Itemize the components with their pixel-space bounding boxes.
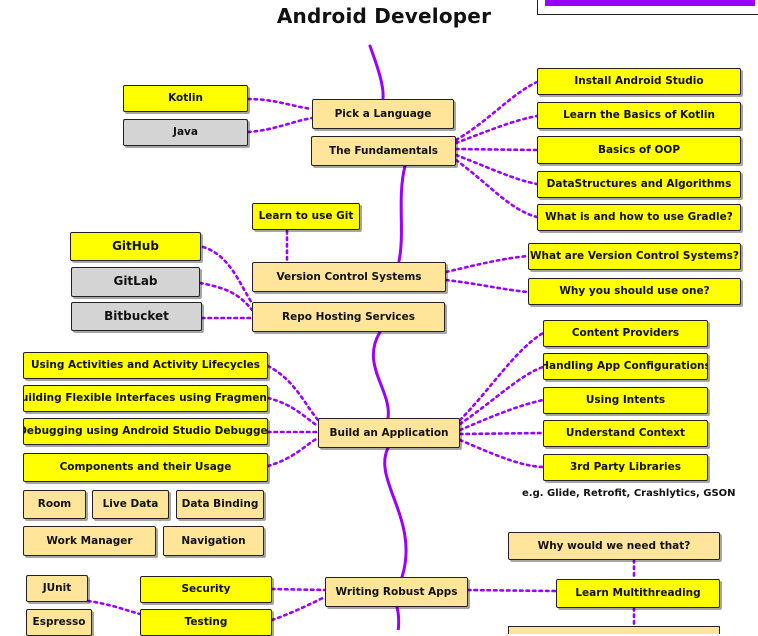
node-label: Writing Robust Apps	[335, 585, 458, 598]
node-label: Using Activities and Activity Lifecycles	[31, 359, 260, 372]
node-label: Work Manager	[46, 534, 133, 547]
node-install-android-studio[interactable]: Install Android Studio	[537, 68, 741, 95]
node-content-providers[interactable]: Content Providers	[543, 320, 708, 347]
node-repo-hosting[interactable]: Repo Hosting Services	[252, 302, 445, 332]
node-label: Why you should use one?	[559, 285, 710, 298]
node-navigation[interactable]: Navigation	[163, 526, 264, 556]
node-room[interactable]: Room	[23, 490, 86, 519]
node-label: Testing	[184, 616, 228, 629]
node-gradle[interactable]: What is and how to use Gradle?	[537, 204, 741, 231]
node-why-need-that[interactable]: Why would we need that?	[508, 532, 720, 560]
main-path	[397, 164, 407, 263]
node-label: Using Intents	[585, 394, 666, 407]
node-security[interactable]: Security	[140, 576, 272, 603]
node-label: Kotlin	[168, 92, 203, 105]
node-label: DataStructures and Algorithms	[546, 178, 732, 191]
node-label: Learn Multithreading	[575, 587, 701, 600]
node-pick-language[interactable]: Pick a Language	[312, 99, 454, 129]
node-label: Content Providers	[571, 327, 680, 340]
node-label: Why would we need that?	[537, 539, 691, 552]
node-using-intents[interactable]: Using Intents	[543, 387, 708, 414]
node-fragments[interactable]: Building Flexible Interfaces using Fragm…	[23, 385, 268, 412]
node-why-use-vcs[interactable]: Why you should use one?	[528, 278, 741, 305]
node-label: Components and their Usage	[59, 461, 232, 474]
node-label: Navigation	[181, 534, 246, 547]
node-label: Version Control Systems	[276, 270, 422, 283]
node-label: Live Data	[102, 498, 159, 511]
node-gitlab[interactable]: GitLab	[71, 267, 200, 297]
previous-section-bar	[545, 0, 755, 6]
node-build-application[interactable]: Build an Application	[318, 418, 460, 448]
node-label: What is and how to use Gradle?	[545, 211, 733, 224]
node-java[interactable]: Java	[123, 119, 248, 146]
node-learn-git[interactable]: Learn to use Git	[252, 203, 360, 230]
node-label: Java	[173, 126, 198, 139]
node-label: Data Binding	[181, 498, 259, 511]
node-label: Install Android Studio	[574, 75, 704, 88]
main-path	[383, 446, 408, 579]
node-version-control-systems[interactable]: Version Control Systems	[252, 262, 446, 292]
node-label: JUnit	[42, 582, 72, 595]
node-datastructures[interactable]: DataStructures and Algorithms	[537, 171, 741, 198]
node-label: Security	[181, 583, 231, 596]
next-section-box	[508, 626, 720, 634]
node-testing[interactable]: Testing	[140, 609, 272, 636]
node-basics-kotlin[interactable]: Learn the Basics of Kotlin	[537, 102, 741, 129]
node-label: GitHub	[112, 238, 159, 253]
third-party-examples: e.g. Glide, Retrofit, Crashlytics, GSON	[522, 488, 736, 499]
node-label: Room	[37, 498, 72, 511]
node-label: 3rd Party Libraries	[569, 461, 682, 474]
node-label: Building Flexible Interfaces using Fragm…	[23, 392, 268, 405]
node-label: The Fundamentals	[328, 144, 439, 157]
node-label: Repo Hosting Services	[281, 310, 415, 323]
node-label: Espresso	[32, 616, 86, 629]
node-live-data[interactable]: Live Data	[92, 490, 169, 519]
node-label: Handling App Configurations	[543, 360, 708, 373]
node-junit[interactable]: JUnit	[26, 575, 88, 602]
node-label: Pick a Language	[334, 107, 432, 120]
node-label: Bitbucket	[104, 308, 169, 323]
node-learn-multithreading[interactable]: Learn Multithreading	[556, 579, 720, 608]
node-espresso[interactable]: Espresso	[26, 609, 92, 636]
node-understand-context[interactable]: Understand Context	[543, 420, 708, 447]
node-label: Build an Application	[329, 426, 449, 439]
node-what-are-vcs[interactable]: What are Version Control Systems?	[528, 243, 741, 270]
node-label: Basics of OOP	[597, 143, 681, 156]
node-work-manager[interactable]: Work Manager	[23, 526, 156, 556]
node-kotlin[interactable]: Kotlin	[123, 85, 248, 112]
node-label: What are Version Control Systems?	[529, 250, 740, 263]
node-basics-oop[interactable]: Basics of OOP	[537, 136, 741, 164]
node-activities[interactable]: Using Activities and Activity Lifecycles	[23, 352, 268, 379]
node-debugging[interactable]: Debugging using Android Studio Debugger	[23, 418, 268, 445]
node-bitbucket[interactable]: Bitbucket	[71, 302, 202, 331]
node-label: Learn the Basics of Kotlin	[563, 109, 715, 122]
node-data-binding[interactable]: Data Binding	[176, 490, 264, 519]
node-fundamentals[interactable]: The Fundamentals	[311, 136, 456, 166]
main-path	[368, 44, 385, 100]
main-path	[371, 330, 390, 420]
node-github[interactable]: GitHub	[70, 232, 201, 261]
node-app-configurations[interactable]: Handling App Configurations	[543, 353, 708, 380]
node-third-party-libraries[interactable]: 3rd Party Libraries	[543, 454, 708, 481]
node-label: GitLab	[113, 274, 158, 289]
node-label: Debugging using Android Studio Debugger	[23, 425, 268, 438]
node-label: Understand Context	[565, 427, 686, 440]
node-label: Learn to use Git	[258, 210, 354, 223]
page-title: Android Developer	[276, 4, 492, 28]
node-components[interactable]: Components and their Usage	[23, 453, 268, 482]
node-writing-robust-apps[interactable]: Writing Robust Apps	[325, 577, 468, 607]
main-path	[395, 605, 401, 630]
